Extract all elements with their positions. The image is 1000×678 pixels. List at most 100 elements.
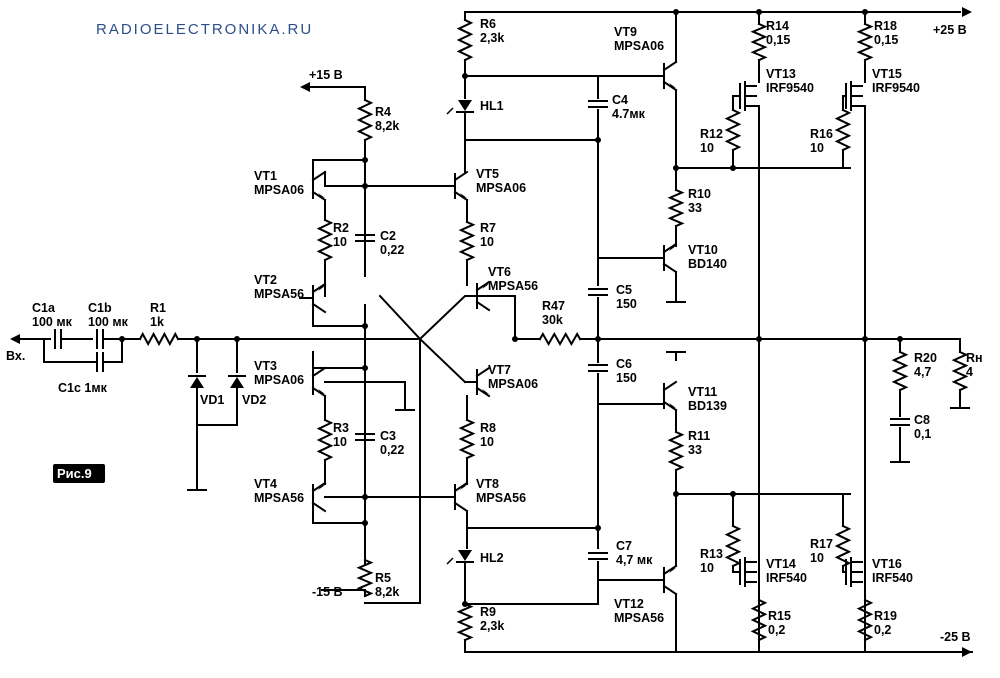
svg-text:Рис.9: Рис.9 bbox=[57, 466, 92, 481]
c1a-capacitor bbox=[54, 329, 62, 349]
junction-dot bbox=[756, 336, 762, 342]
r15-label-0: R15 bbox=[768, 609, 791, 623]
hl1-led bbox=[446, 100, 474, 115]
wire bbox=[466, 75, 599, 99]
c8-capacitor bbox=[890, 418, 910, 426]
c3-label-0: C3 bbox=[380, 429, 396, 443]
junction-dot bbox=[119, 336, 125, 342]
junction-dot bbox=[362, 323, 368, 329]
junction-dot bbox=[234, 336, 240, 342]
c6-label-1: 150 bbox=[616, 371, 637, 385]
r20-label-0: R20 bbox=[914, 351, 937, 365]
r19-label-1: 0,2 bbox=[874, 623, 891, 637]
wire bbox=[861, 105, 866, 653]
c4-capacitor bbox=[588, 100, 608, 108]
vt10-label-1: BD140 bbox=[688, 257, 727, 271]
c4-label-0: C4 bbox=[612, 93, 628, 107]
vt11-label-1: BD139 bbox=[688, 399, 727, 413]
r13-label-0: R13 bbox=[700, 547, 723, 561]
c1c-capacitor bbox=[96, 352, 104, 372]
junction-dot bbox=[673, 491, 679, 497]
vd1-label-0: VD1 bbox=[200, 393, 224, 407]
arrow bbox=[962, 7, 972, 17]
r14-label-1: 0,15 bbox=[766, 33, 790, 47]
vt16-label-1: IRF540 bbox=[872, 571, 913, 585]
c8-label-0: C8 bbox=[914, 413, 930, 427]
vt5-label-0: VT5 bbox=[476, 167, 499, 181]
junction-dot bbox=[362, 520, 368, 526]
vt12-label-0: VT12 bbox=[614, 597, 644, 611]
r3-resistor bbox=[316, 418, 334, 462]
c2-label-1: 0,22 bbox=[380, 243, 404, 257]
hl1-label-0: HL1 bbox=[480, 99, 504, 113]
junction-dot bbox=[730, 491, 736, 497]
r1-resistor bbox=[138, 331, 180, 347]
vt6-label-1: MPSA56 bbox=[488, 279, 538, 293]
r11-label-0: R11 bbox=[688, 429, 710, 443]
wire bbox=[418, 337, 467, 384]
vt9-label-0: VT9 bbox=[614, 25, 637, 39]
vd2-diode bbox=[228, 375, 246, 388]
vt15-label-1: IRF9540 bbox=[872, 81, 920, 95]
wire bbox=[312, 351, 366, 369]
junction-dot bbox=[595, 525, 601, 531]
c3-capacitor bbox=[355, 433, 375, 441]
junction-dot bbox=[862, 9, 868, 15]
c6-label-0: C6 bbox=[616, 357, 632, 371]
vt1-label-1: MPSA06 bbox=[254, 183, 304, 197]
vt10-label-0: VT10 bbox=[688, 243, 718, 257]
vt8-label-1: MPSA56 bbox=[476, 491, 526, 505]
wire bbox=[312, 509, 366, 524]
rail-label-pos25: +25 В bbox=[933, 23, 967, 37]
vt11-transistor bbox=[662, 380, 678, 412]
vt16-label-0: VT16 bbox=[872, 557, 902, 571]
vt3-label-0: VT3 bbox=[254, 359, 277, 373]
vt12-label-1: MPSA56 bbox=[614, 611, 664, 625]
vt8-label-0: VT8 bbox=[476, 477, 499, 491]
junction-dot bbox=[595, 336, 601, 342]
junction-dots bbox=[119, 9, 903, 607]
vt14-mosfet bbox=[739, 557, 757, 587]
wire bbox=[755, 105, 760, 653]
rn-label-1: 4 bbox=[966, 365, 973, 379]
r5-resistor bbox=[356, 558, 374, 598]
c6-capacitor bbox=[588, 364, 608, 372]
r18-label-0: R18 bbox=[874, 19, 897, 33]
wire bbox=[102, 338, 123, 363]
r19-resistor bbox=[856, 598, 874, 642]
wire bbox=[418, 295, 516, 341]
vt3-label-1: MPSA06 bbox=[254, 373, 304, 387]
c5-label-1: 150 bbox=[616, 297, 637, 311]
r8-label-0: R8 bbox=[480, 421, 496, 435]
wire bbox=[464, 639, 961, 653]
r16-resistor bbox=[834, 108, 852, 152]
junction-dot bbox=[194, 336, 200, 342]
vt4-label-1: MPSA56 bbox=[254, 491, 304, 505]
arrow bbox=[10, 334, 20, 344]
r16-label-1: 10 bbox=[810, 141, 824, 155]
c3-label-1: 0,22 bbox=[380, 443, 404, 457]
vt9-label-1: MPSA06 bbox=[614, 39, 664, 53]
r12-label-1: 10 bbox=[700, 141, 714, 155]
r5-label-0: R5 bbox=[375, 571, 391, 585]
vt15-label-0: VT15 bbox=[872, 67, 902, 81]
c5-label-0: C5 bbox=[616, 283, 632, 297]
wire bbox=[309, 86, 366, 101]
r12-label-0: R12 bbox=[700, 127, 723, 141]
components bbox=[10, 7, 972, 657]
vt5-transistor bbox=[453, 170, 469, 202]
rail-label-neg25: -25 В bbox=[940, 630, 971, 644]
wire bbox=[732, 95, 741, 111]
junction-dot bbox=[595, 137, 601, 143]
r12-resistor bbox=[724, 108, 742, 152]
vt15-mosfet bbox=[845, 81, 863, 111]
c1c-label-0: C1c 1мк bbox=[58, 381, 108, 395]
c4-label-1: 4.7мк bbox=[612, 107, 646, 121]
vd2-label-0: VD2 bbox=[242, 393, 266, 407]
c7-capacitor bbox=[588, 552, 608, 560]
hl2-label-0: HL2 bbox=[480, 551, 504, 565]
vt6-transistor bbox=[475, 280, 491, 312]
c1b-label-0: C1b bbox=[88, 301, 112, 315]
c7-label-1: 4,7 мк bbox=[616, 553, 653, 567]
